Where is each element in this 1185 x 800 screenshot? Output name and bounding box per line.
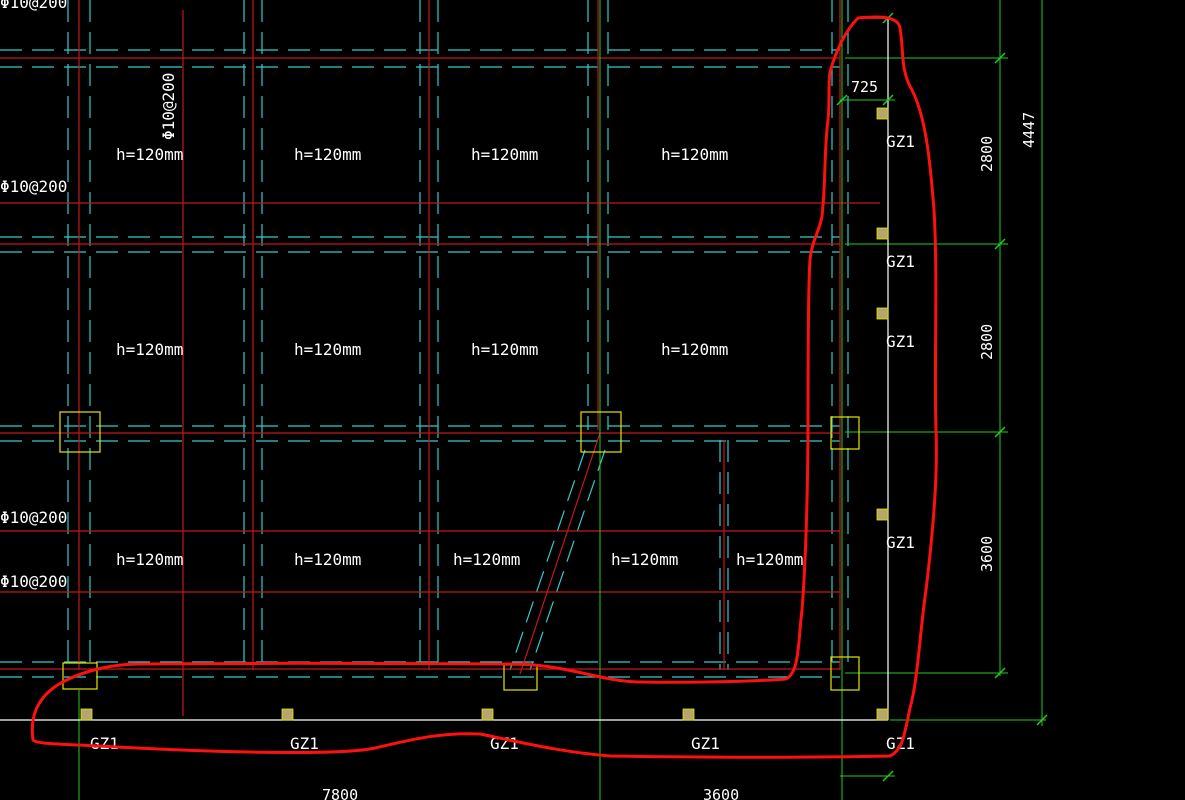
slab-label: h=120mm (471, 145, 538, 164)
gz1-label: GZ1 (90, 734, 119, 753)
slab-label: h=120mm (116, 145, 183, 164)
gz1-label: GZ1 (886, 252, 915, 271)
slab-label: h=120mm (611, 550, 678, 569)
rebar-label: Φ10@200 (0, 0, 67, 12)
gz1-markers (80, 107, 889, 721)
rebar-label-vertical: Φ10@200 (159, 73, 178, 140)
red-axis-lines (0, 0, 880, 716)
slab-label: h=120mm (116, 550, 183, 569)
slab-labels: h=120mm h=120mm h=120mm h=120mm h=120mm … (116, 145, 803, 569)
dim-right-total: 4447 (1020, 112, 1038, 148)
rebar-labels: Φ10@200 Φ10@200 Φ10@200 Φ10@200 Φ10@200 (0, 0, 178, 591)
dim-right-span-1: 2800 (978, 136, 996, 172)
green-grid-lines (78, 0, 1046, 800)
gz1-label: GZ1 (886, 332, 915, 351)
slab-label: h=120mm (661, 340, 728, 359)
column-boxes (59, 411, 860, 691)
gz1-label: GZ1 (886, 533, 915, 552)
slab-label: h=120mm (294, 145, 361, 164)
dim-top-offset: 725 (851, 78, 878, 96)
slab-label: h=120mm (453, 550, 520, 569)
slab-label: h=120mm (736, 550, 803, 569)
red-markup-outline (30, 15, 938, 759)
dim-right-span-2: 2800 (978, 324, 996, 360)
gz1-label: GZ1 (691, 734, 720, 753)
slab-label: h=120mm (116, 340, 183, 359)
column-labels: GZ1 GZ1 GZ1 GZ1 GZ1 GZ1 GZ1 GZ1 GZ1 (90, 132, 915, 753)
gz1-label: GZ1 (290, 734, 319, 753)
rebar-label: Φ10@200 (0, 177, 67, 196)
dimension-labels: 725 2800 2800 3600 4447 7800 3600 (322, 78, 1038, 800)
slab-label: h=120mm (661, 145, 728, 164)
beam-dashed-lines (0, 0, 849, 678)
dim-bottom-span-2: 3600 (703, 786, 739, 800)
rebar-label: Φ10@200 (0, 572, 67, 591)
rebar-label: Φ10@200 (0, 508, 67, 527)
dim-right-span-3: 3600 (978, 536, 996, 572)
slab-label: h=120mm (471, 340, 538, 359)
slab-label: h=120mm (294, 550, 361, 569)
gz1-label: GZ1 (886, 132, 915, 151)
slab-label: h=120mm (294, 340, 361, 359)
dimension-ticks (836, 12, 1048, 782)
dim-bottom-span-1: 7800 (322, 786, 358, 800)
slab-outline (0, 17, 889, 721)
